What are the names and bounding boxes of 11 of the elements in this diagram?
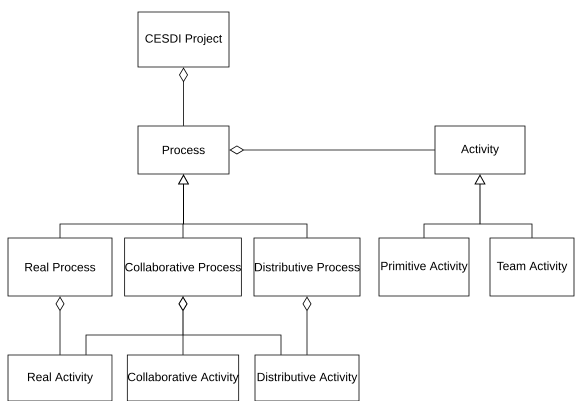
class-box: Activity (434, 126, 526, 174)
class-box: Distributive Process (254, 238, 360, 296)
class-box: Distributive Activity (254, 354, 360, 401)
class-box: Real Activity (8, 354, 112, 401)
class-box: CESDI Project (138, 12, 230, 68)
class-box: Collaborative Process (124, 238, 242, 296)
class-box: Collaborative Activity (126, 354, 240, 401)
class-box: Team Activity (490, 238, 574, 296)
class-box: Process (138, 126, 230, 174)
class-box: Primitive Activity (378, 238, 470, 296)
class-box: Real Process (8, 238, 112, 296)
